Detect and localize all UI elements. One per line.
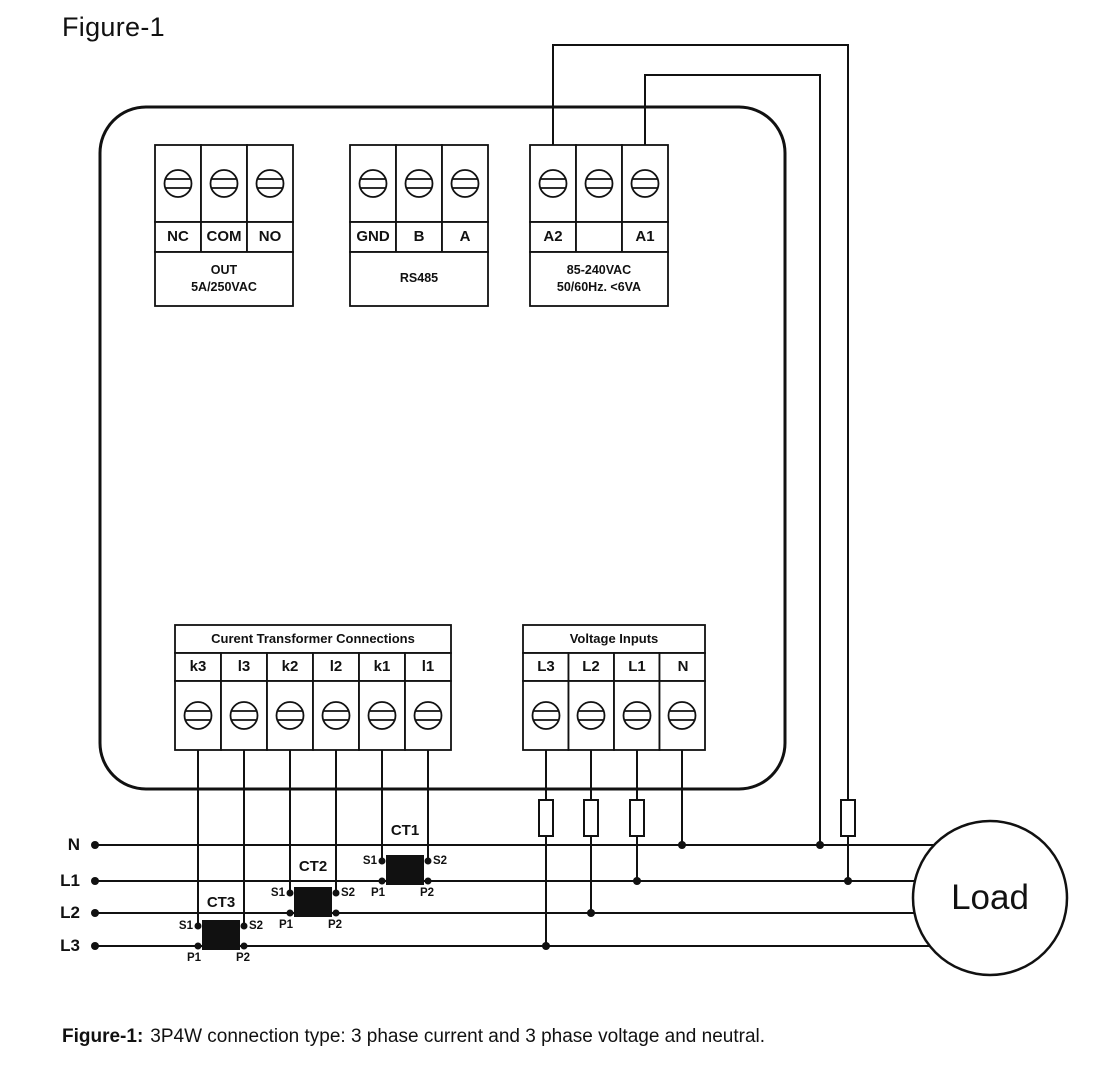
load-label: Load [951,878,1029,917]
ct1-p1-label: P1 [370,887,386,899]
voltage-terminal-n: N [677,658,689,675]
terminal-label-nc: NC [167,228,189,245]
terminal-label-a: A [459,228,471,245]
line-label-l2: L2 [60,903,80,922]
figure-title: Figure-1 [62,12,165,42]
relay-output-terminal-block [154,144,294,307]
ct-terminal-k3: k3 [189,658,207,675]
ct-terminal-block [174,624,452,751]
relay-block-caption: OUT 5A/250VAC [191,262,257,295]
ct-terminal-l2: l2 [329,658,343,675]
terminal-label-a1: A1 [635,228,655,245]
rs485-terminal-block [349,144,489,307]
terminal-label-blank [576,222,622,252]
caption-text: 3P4W connection type: 3 phase current an… [150,1026,766,1047]
figure-caption: Figure-1: 3P4W connection type: 3 phase c… [62,1026,765,1048]
ct2-p1-label: P1 [278,919,294,931]
fuse-icon [538,799,554,837]
ct-terminal-k2: k2 [281,658,299,675]
load-circle [911,819,1069,977]
ct1-p2-label: P2 [419,887,435,899]
voltage-terminal-l3: L3 [537,658,555,675]
voltage-block-header: Voltage Inputs [569,631,659,646]
fuse-icon [629,799,645,837]
power-supply-terminal-block [529,144,669,307]
terminal-label-b: B [413,228,425,245]
power-block-caption: 85-240VAC 50/60Hz. <6VA [556,262,642,295]
ct1-core [386,855,424,885]
line-label-n: N [67,835,80,854]
ct3-core [202,920,240,950]
fuse-icon [840,799,856,837]
ct2-s1-label: S1 [270,887,285,899]
ct3-s1-label: S1 [178,920,193,932]
ct-secondary-wires [197,750,429,926]
ct2-s2-label: S2 [341,887,356,899]
voltage-terminal-block [522,624,706,751]
line-label-l1: L1 [60,871,80,890]
ct-block-header: Curent Transformer Connections [211,631,415,646]
ct3-label: CT3 [206,894,236,911]
ct-terminal-l3: l3 [237,658,251,675]
ct2-p2-label: P2 [327,919,343,931]
ct2-core [294,887,332,917]
terminal-label-no: NO [258,228,282,245]
terminal-label-gnd: GND [356,228,390,245]
ct3-p2-label: P2 [235,952,251,964]
terminal-label-com: COM [206,228,242,245]
ct1-s1-label: S1 [362,855,377,867]
line-label-l3: L3 [60,936,80,955]
ct1-label: CT1 [390,822,420,839]
ct-terminal-l1: l1 [421,658,435,675]
ct-terminal-k1: k1 [373,658,391,675]
fuse-icon [583,799,599,837]
ct-symbols [202,855,424,950]
aux-supply-wires [552,44,849,881]
ct3-s2-label: S2 [249,920,264,932]
fuses [538,799,856,837]
terminal-label-a2: A2 [543,228,563,245]
rs485-block-caption: RS485 [399,271,439,286]
ct2-label: CT2 [298,858,328,875]
ct3-p1-label: P1 [186,952,202,964]
caption-label: Figure-1: [62,1026,144,1047]
voltage-terminal-l2: L2 [582,658,600,675]
ct1-s2-label: S2 [433,855,448,867]
voltage-terminal-l1: L1 [628,658,646,675]
